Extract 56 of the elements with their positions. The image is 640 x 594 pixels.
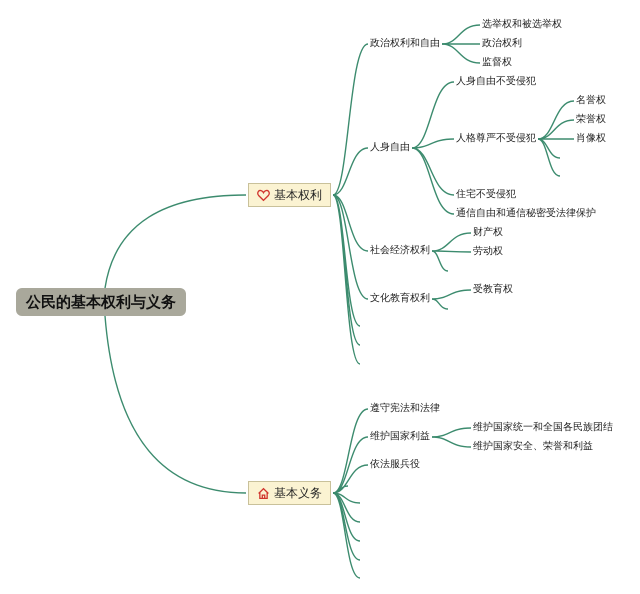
subtopic-label: 维护国家利益 <box>370 431 430 443</box>
branch-line <box>332 194 368 300</box>
central-topic: 公民的基本权利与义务 <box>16 288 186 316</box>
topic-label: 基本权利 <box>274 187 322 204</box>
branch-line <box>432 436 472 448</box>
subtopic-label: 文化教育权利 <box>370 293 430 305</box>
subtopic-label: 人身自由 <box>370 142 410 154</box>
branch-line <box>432 232 472 252</box>
branch-line <box>412 147 454 215</box>
branch-line <box>432 250 448 272</box>
subtopic-label: 通信自由和通信秘密受法律保护 <box>456 208 596 220</box>
branch-line <box>332 492 360 542</box>
branch-line <box>332 43 368 196</box>
branch-line <box>538 138 560 177</box>
branch-line <box>432 298 448 310</box>
branch-line <box>412 147 454 196</box>
subtopic-label: 选举权和被选举权 <box>482 19 562 31</box>
subtopic-label: 肖像权 <box>576 133 606 145</box>
branch-line <box>432 289 472 300</box>
subtopic-label: 财产权 <box>473 227 503 239</box>
subtopic-label: 政治权利 <box>482 38 522 50</box>
branch-line <box>538 138 560 159</box>
subtopic-label: 人格尊严不受侵犯 <box>456 133 536 145</box>
branch-line <box>412 81 454 149</box>
subtopic-label: 遵守宪法和法律 <box>370 403 440 415</box>
topic-label: 基本义务 <box>274 485 322 502</box>
subtopic-label: 依法服兵役 <box>370 459 420 471</box>
branch-line <box>432 427 472 438</box>
branch-line <box>332 492 360 504</box>
subtopic-label: 名誉权 <box>576 95 606 107</box>
subtopic-label: 人身自由不受侵犯 <box>456 76 536 88</box>
branch-line <box>332 492 360 523</box>
branch-line <box>332 408 368 494</box>
subtopic-label: 受教育权 <box>473 284 513 296</box>
subtopic-label: 监督权 <box>482 57 512 69</box>
branch-line <box>332 194 368 252</box>
branch-line <box>432 250 471 253</box>
branch-line <box>412 138 454 149</box>
subtopic-label: 劳动权 <box>473 246 503 258</box>
subtopic-label: 维护国家统一和全国各民族团结 <box>473 422 613 434</box>
branch-line <box>104 316 246 494</box>
branch-line <box>332 492 360 579</box>
topic-box <box>248 481 331 505</box>
branch-line <box>332 485 348 494</box>
branch-line <box>442 24 480 45</box>
subtopic-label: 政治权利和自由 <box>370 38 440 50</box>
subtopic-label: 社会经济权利 <box>370 245 430 257</box>
subtopic-label: 住宅不受侵犯 <box>456 189 516 201</box>
subtopic-label: 维护国家安全、荣誉和利益 <box>473 441 593 453</box>
subtopic-label: 荣誉权 <box>576 114 606 126</box>
branch-line <box>538 138 574 140</box>
topic-box <box>248 183 331 207</box>
branch-line <box>332 147 368 196</box>
branch-line <box>538 119 574 140</box>
branch-line <box>104 194 246 288</box>
branch-line <box>442 43 480 64</box>
